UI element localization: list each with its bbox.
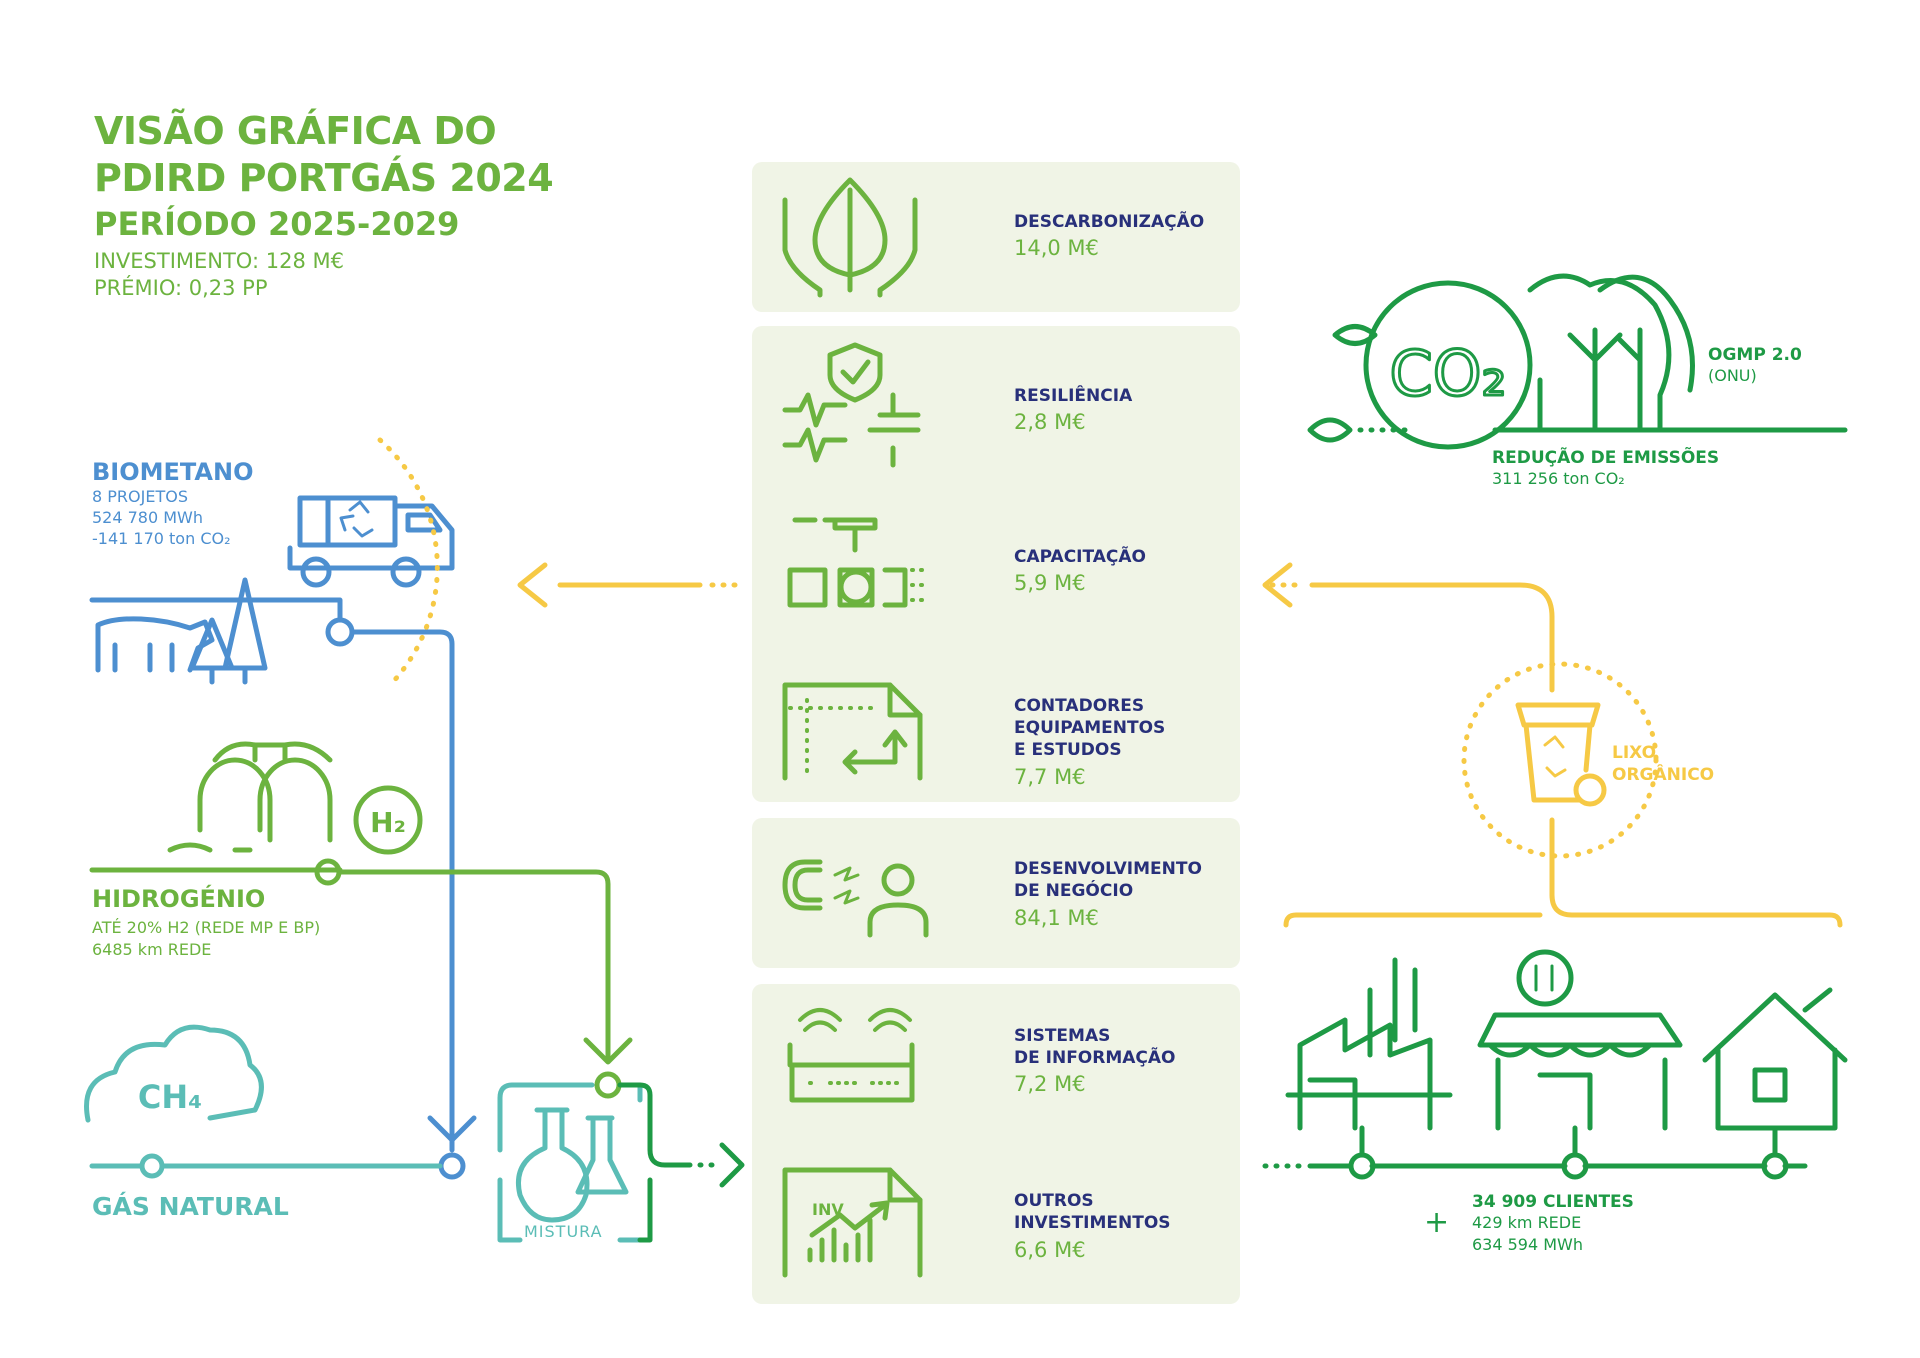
factory-icon — [1285, 957, 1453, 1131]
biomethane-energy: 524 780 MWh — [92, 508, 204, 527]
yellow-flow-right — [1309, 582, 1555, 693]
biomethane-heading: BIOMETANO — [92, 458, 254, 486]
clients-info: 34 909 CLIENTES 429 km REDE 634 594 MWh — [1472, 1192, 1634, 1256]
mix-label: MISTURA — [524, 1222, 603, 1241]
organic-waste-dotted-circle — [1461, 661, 1659, 859]
biomethane-dotted-arc — [377, 437, 440, 688]
investment-value: 2,8 M€ — [1014, 410, 1086, 434]
yellow-branch-left — [1283, 912, 1543, 928]
investment-value: 5,9 M€ — [1014, 571, 1086, 595]
investment-label: RESILIÊNCIA — [1014, 386, 1133, 406]
period-subtitle: PERÍODO 2025-2029 — [94, 205, 460, 243]
investment-label: SISTEMAS — [1014, 1026, 1111, 1046]
investment-label: DESENVOLVIMENTO — [1014, 859, 1202, 879]
investment-value: 7,7 M€ — [1014, 765, 1086, 789]
svg-text:INV: INV — [812, 1200, 844, 1219]
emissions-heading: REDUÇÃO DE EMISSÕES — [1492, 448, 1720, 468]
investment-label: CONTADORES — [1014, 696, 1145, 716]
organic-waste-line1: LIXO — [1612, 743, 1657, 763]
organic-waste-line2: ORGÂNICO — [1612, 765, 1715, 785]
investment-value: 7,2 M€ — [1014, 1072, 1086, 1096]
blueprint-icon — [782, 682, 923, 781]
natural-gas-node — [139, 1153, 165, 1179]
clients-energy: 634 594 MWh — [1472, 1235, 1584, 1254]
cow-trees-icon — [89, 577, 328, 685]
biomethane-arrow — [427, 1115, 477, 1143]
investment-value: 14,0 M€ — [1014, 236, 1099, 260]
mixing-flask-icon — [497, 1082, 643, 1243]
ogmp-heading: OGMP 2.0 — [1708, 345, 1802, 365]
h2-icon-text: H₂ — [370, 806, 406, 839]
shield-pulse-icon — [782, 342, 921, 468]
biomethane-pipe — [349, 629, 455, 1153]
organic-waste-label: LIXO ORGÂNICO — [1612, 742, 1714, 786]
investment-label: EQUIPAMENTOS — [1014, 718, 1166, 738]
investment-label: DE NEGÓCIO — [1014, 881, 1134, 901]
yellow-arrow-left-2 — [1262, 562, 1293, 608]
panel-decarbonization — [752, 162, 1240, 312]
plus-icon: + — [1424, 1205, 1450, 1240]
cloud-icon — [84, 1024, 264, 1123]
ogmp-onu: (ONU) — [1708, 366, 1757, 385]
investment-label: INVESTIMENTOS — [1014, 1213, 1171, 1233]
inv-chart-icon — [782, 1167, 923, 1278]
natural-gas-heading: GÁS NATURAL — [92, 1192, 289, 1221]
hydrogen-info: HIDROGÉNIO ATÉ 20% H2 (REDE MP E BP) 648… — [92, 885, 320, 961]
investment-label: CAPACITAÇÃO — [1014, 547, 1147, 567]
h2-circle-icon — [353, 785, 423, 855]
clients-heading: 34 909 CLIENTES — [1472, 1192, 1634, 1212]
house-icon — [1702, 987, 1848, 1131]
pipe-valve-icon — [787, 517, 908, 608]
ch4-icon-text: CH₄ — [138, 1078, 202, 1116]
mix-output-arrow — [719, 1142, 745, 1188]
hydrogen-pipe — [337, 869, 611, 1063]
truck-icon — [287, 495, 455, 588]
co2-icon-text: CO₂ — [1390, 337, 1507, 410]
investment-total: INVESTIMENTO: 128 M€ — [94, 249, 344, 273]
yellow-branch-right — [1549, 817, 1843, 928]
panel-business-development — [752, 818, 1240, 968]
title-line-1: VISÃO GRÁFICA DO — [94, 109, 497, 153]
investment-label: OUTROS — [1014, 1191, 1094, 1211]
biomethane-info: BIOMETANO 8 PROJETOS 524 780 MWh -141 17… — [92, 458, 253, 549]
ogmp-info: OGMP 2.0 (ONU) — [1708, 345, 1802, 387]
shop-icon — [1477, 949, 1683, 1131]
biomethane-co2: -141 170 ton CO₂ — [92, 529, 231, 548]
investment-value: 6,6 M€ — [1014, 1238, 1086, 1262]
magnet-person-icon — [782, 859, 929, 938]
hands-leaf-icon — [782, 177, 918, 298]
yellow-arrow-left-1 — [517, 562, 548, 608]
emissions-value: 311 256 ton CO₂ — [1492, 469, 1625, 488]
hydrogen-blend: ATÉ 20% H2 (REDE MP E BP) — [92, 918, 321, 937]
biomethane-projects: 8 PROJETOS — [92, 487, 188, 506]
investment-label: DE INFORMAÇÃO — [1014, 1048, 1176, 1068]
investment-label: E ESTUDOS — [1014, 740, 1122, 760]
router-icon — [787, 1008, 915, 1103]
hydrogen-tanks-icon — [89, 741, 343, 873]
hydrogen-heading: HIDROGÉNIO — [92, 885, 266, 913]
biomethane-node — [325, 617, 355, 647]
emissions-info: REDUÇÃO DE EMISSÕES 311 256 ton CO₂ — [1492, 448, 1719, 490]
title-line-2: PDIRD PORTGÁS 2024 — [94, 156, 554, 200]
premium-value: PRÉMIO: 0,23 PP — [94, 276, 268, 300]
investment-label: DESCARBONIZAÇÃO — [1014, 212, 1205, 232]
page-title: VISÃO GRÁFICA DO PDIRD PORTGÁS 2024 — [94, 108, 554, 202]
organic-bin-icon — [1515, 702, 1607, 807]
investment-value: 84,1 M€ — [1014, 906, 1099, 930]
hydrogen-network: 6485 km REDE — [92, 940, 212, 959]
clients-network: 429 km REDE — [1472, 1213, 1582, 1232]
hydrogen-arrow — [583, 1037, 633, 1065]
co2-trees-icon — [1307, 273, 1848, 450]
